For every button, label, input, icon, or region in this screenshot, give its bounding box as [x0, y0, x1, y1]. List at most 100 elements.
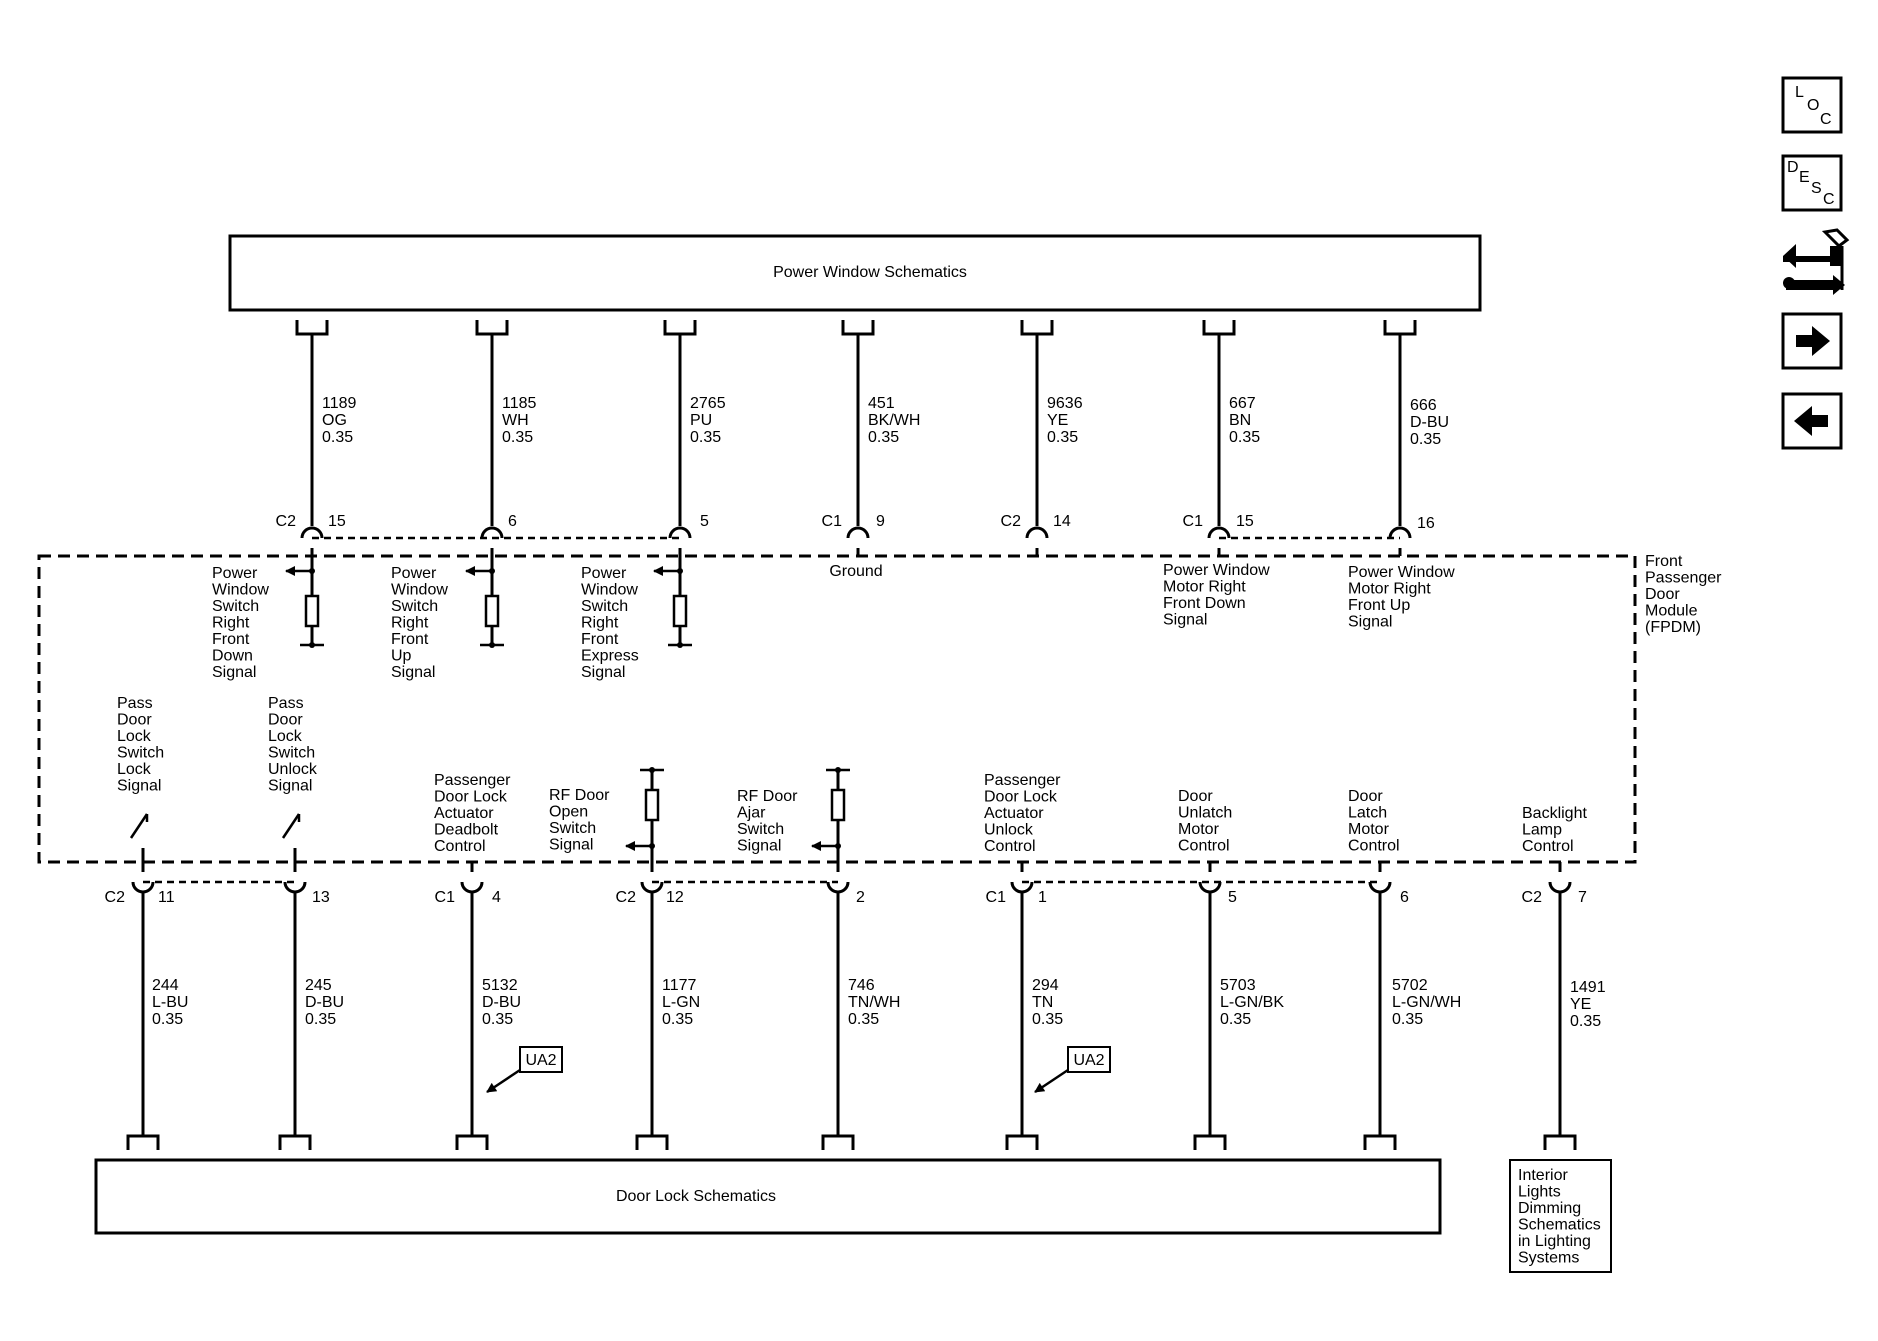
- top-wire-pin: 5: [700, 513, 709, 530]
- arrow-right-icon: [1796, 326, 1830, 356]
- signal-pw-switch-down: Power Window Switch Right Front Down Sig…: [212, 565, 273, 681]
- pass-door-lock-switch-unlock: [281, 813, 301, 862]
- bottom-wire-terminal: [1193, 1134, 1227, 1150]
- top-wire-label: 667 BN 0.35: [1229, 395, 1260, 446]
- signal-pass-door-lock-switch-lock: Pass Door Lock Switch Lock Signal: [117, 695, 169, 795]
- bottom-wire-1491[interactable]: 1491 YE 0.35 C2 7: [1522, 862, 1611, 1150]
- previous-button[interactable]: [1781, 392, 1843, 450]
- interior-lights-dimming-box[interactable]: [1509, 1159, 1612, 1273]
- bottom-wire-connector: [1198, 881, 1222, 894]
- bottom-wire-pin: 7: [1578, 889, 1587, 906]
- bottom-wire-294[interactable]: 294 TN 0.35 C1 1: [986, 862, 1064, 1150]
- top-wire-667[interactable]: 667 BN 0.35 C1 15: [1183, 320, 1261, 556]
- ua2-callout-left[interactable]: UA2: [486, 1046, 563, 1094]
- desc-button[interactable]: D E S C: [1781, 154, 1843, 212]
- top-wire-label: 451 BK/WH 0.35: [868, 395, 925, 446]
- bottom-wire-5703[interactable]: 5703 L-GN/BK 0.35 5: [1193, 862, 1288, 1150]
- top-wire-connector: [1388, 526, 1412, 539]
- bottom-wire-5702[interactable]: 5702 L-GN/WH 0.35 6: [1363, 862, 1466, 1150]
- bottom-wire-244[interactable]: 244 L-BU 0.35 C2 11: [105, 862, 193, 1150]
- bottom-wire-label: 244 L-BU 0.35: [152, 977, 193, 1028]
- top-wire-terminal: [1202, 320, 1236, 336]
- ua2-label: UA2: [525, 1052, 556, 1069]
- desc-letter-d: D: [1787, 159, 1799, 176]
- next-button[interactable]: [1781, 312, 1843, 370]
- signal-door-lock-deadbolt: Passenger Door Lock Actuator Deadbolt Co…: [434, 772, 515, 855]
- pw-switch-up-circuit: [465, 556, 504, 648]
- fpdm-module-label: Front Passenger Door Module (FPDM): [1645, 553, 1726, 636]
- bottom-wire-pin: 13: [312, 889, 330, 906]
- desc-letter-c: C: [1823, 191, 1835, 208]
- top-wire-pin: 15: [328, 513, 346, 530]
- connector-tool-icon: [1783, 228, 1850, 295]
- top-wire-connector: [846, 526, 870, 539]
- bottom-wire-terminal: [278, 1134, 312, 1150]
- top-wire-2765[interactable]: 2765 PU 0.35 5: [663, 320, 730, 556]
- bottom-wire-746[interactable]: 746 TN/WH 0.35 2: [821, 862, 905, 1150]
- top-wire-pin: 16: [1417, 515, 1435, 532]
- desc-letter-s: S: [1811, 180, 1822, 197]
- signal-door-lock-unlock: Passenger Door Lock Actuator Unlock Cont…: [984, 772, 1065, 855]
- top-wire-label: 1189 OG 0.35: [322, 395, 361, 446]
- top-wire-label: 1185 WH 0.35: [502, 395, 541, 446]
- bottom-wire-245[interactable]: 245 D-BU 0.35 13: [278, 862, 349, 1150]
- top-wire-9636[interactable]: 9636 YE 0.35 C2 14: [1001, 320, 1088, 556]
- bottom-wire-connector-id: C1: [435, 889, 456, 906]
- bottom-wire-connector: [283, 881, 307, 894]
- bottom-wire-connector: [131, 881, 155, 894]
- power-window-schematics-title: Power Window Schematics: [773, 264, 967, 281]
- arrow-left-icon: [1794, 406, 1828, 436]
- top-wire-pin: 6: [508, 513, 517, 530]
- bottom-wire-connector: [460, 881, 484, 894]
- bottom-wire-connector-id: C2: [616, 889, 637, 906]
- bottom-wire-5132[interactable]: 5132 D-BU 0.35 C1 4: [435, 862, 526, 1150]
- signal-pw-switch-express: Power Window Switch Right Front Express …: [581, 565, 643, 681]
- bottom-wire-connector: [1368, 881, 1392, 894]
- bottom-wire-connector: [826, 881, 850, 894]
- connector-tool-button[interactable]: [1783, 228, 1850, 295]
- loc-letter-l: L: [1795, 84, 1804, 101]
- rf-door-ajar-pullup: [811, 767, 850, 862]
- door-lock-schematics-box[interactable]: [94, 1158, 1442, 1235]
- bottom-wire-label: 5702 L-GN/WH 0.35: [1392, 977, 1466, 1028]
- bottom-wire-pin: 2: [856, 889, 865, 906]
- top-wire-terminal: [1383, 320, 1417, 336]
- top-wire-1189[interactable]: 1189 OG 0.35 C2 15: [276, 320, 361, 556]
- pw-switch-express-circuit: [653, 556, 692, 648]
- bottom-wire-label: 5703 L-GN/BK 0.35: [1220, 977, 1288, 1028]
- bottom-wire-pin: 4: [492, 889, 501, 906]
- top-wire-pin: 9: [876, 513, 885, 530]
- top-wire-connector-id: C2: [276, 513, 297, 530]
- top-wire-pin: 14: [1053, 513, 1071, 530]
- bottom-wire-pin: 5: [1228, 889, 1237, 906]
- top-wire-pin: 15: [1236, 513, 1254, 530]
- desc-letter-e: E: [1799, 169, 1810, 186]
- ua2-callout-right[interactable]: UA2: [1034, 1046, 1111, 1094]
- bottom-wire-label: 746 TN/WH 0.35: [848, 977, 905, 1028]
- top-wire-1185[interactable]: 1185 WH 0.35 6: [475, 320, 541, 556]
- top-wire-terminal: [295, 320, 329, 336]
- top-wire-label: 9636 YE 0.35: [1047, 395, 1087, 446]
- loc-button[interactable]: L O C: [1781, 76, 1843, 134]
- top-wire-terminal: [841, 320, 875, 336]
- top-wire-451[interactable]: 451 BK/WH 0.35 C1 9: [822, 320, 925, 556]
- bottom-wire-1177[interactable]: 1177 L-GN 0.35 C2 12: [616, 862, 705, 1150]
- bottom-wire-label: 5132 D-BU 0.35: [482, 977, 526, 1028]
- signal-pw-motor-down: Power Window Motor Right Front Down Sign…: [1163, 562, 1274, 629]
- top-wire-label: 666 D-BU 0.35: [1410, 397, 1454, 448]
- power-window-schematics-box[interactable]: [228, 234, 1482, 312]
- top-wire-connector: [668, 526, 692, 539]
- pass-door-lock-switch-lock: [129, 813, 149, 862]
- door-lock-schematics-title: Door Lock Schematics: [616, 1188, 776, 1205]
- interior-lights-dimming-label: Interior Lights Dimming Schematics in Li…: [1518, 1167, 1605, 1267]
- bottom-wire-connector-id: C1: [986, 889, 1007, 906]
- signal-door-latch-motor: Door Latch Motor Control: [1348, 788, 1400, 855]
- signal-rf-door-open: RF Door Open Switch Signal: [549, 787, 614, 854]
- rf-door-open-pullup: [625, 767, 664, 862]
- signal-pw-switch-up: Power Window Switch Right Front Up Signa…: [391, 565, 452, 681]
- signal-rf-door-ajar: RF Door Ajar Switch Signal: [737, 788, 802, 855]
- bottom-wire-label: 1177 L-GN 0.35: [662, 977, 705, 1028]
- top-wire-666[interactable]: 666 D-BU 0.35 16: [1383, 320, 1454, 556]
- bottom-wire-pin: 6: [1400, 889, 1409, 906]
- signal-pass-door-lock-switch-unlock: Pass Door Lock Switch Unlock Signal: [268, 695, 321, 795]
